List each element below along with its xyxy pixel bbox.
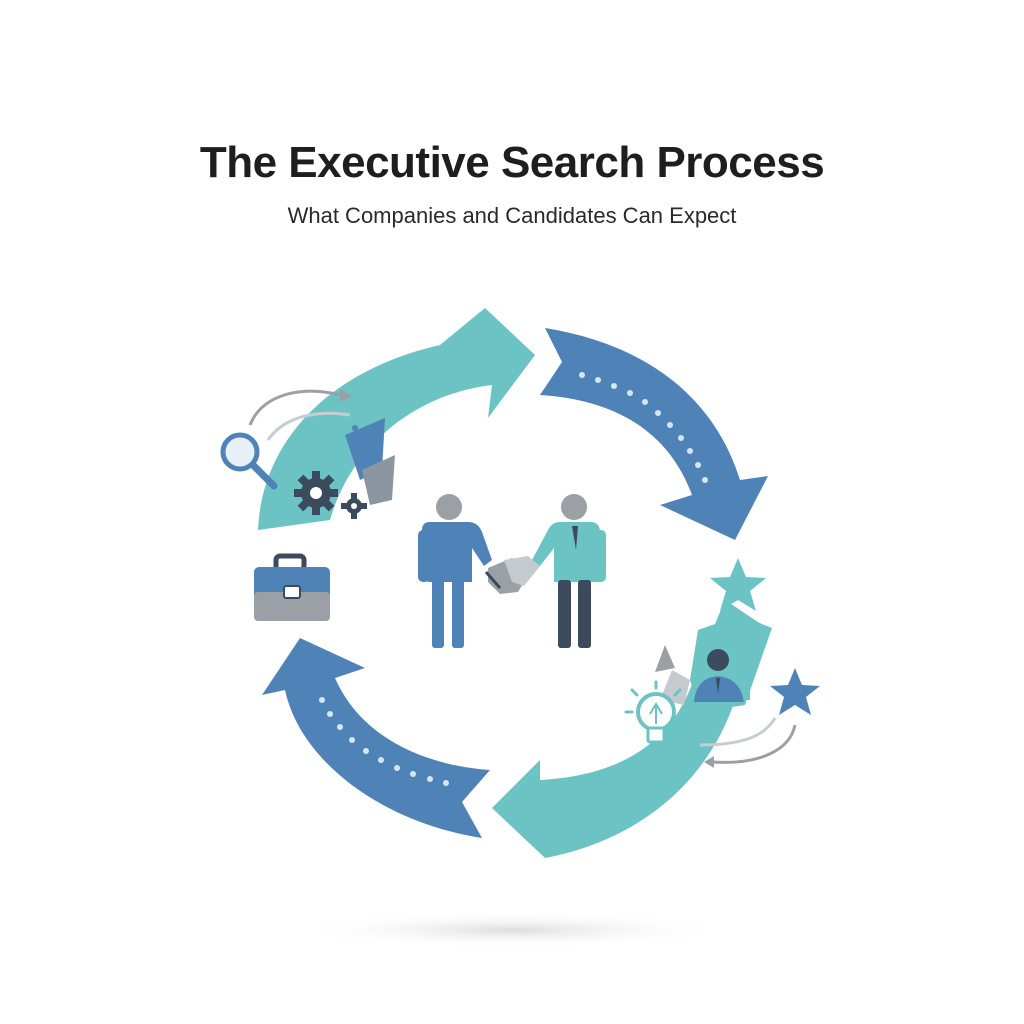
ground-shadow [292, 912, 732, 948]
lightbulb-icon [624, 680, 682, 744]
connector-top-left-2 [266, 411, 351, 441]
connector-bottom-right-2 [699, 717, 777, 747]
document-pieces-icon [345, 418, 395, 505]
star-icon [710, 558, 820, 715]
arrow-dots-top [579, 372, 708, 483]
connector-top-left [248, 389, 341, 426]
connector-bottom-right [711, 724, 797, 764]
briefcase-icon [254, 553, 330, 621]
person-right-icon [532, 494, 606, 648]
arrow-top-left [258, 308, 535, 530]
handshake-icon [484, 556, 540, 594]
person-left-icon [418, 494, 492, 648]
page-subtitle: What Companies and Candidates Can Expect [287, 203, 737, 228]
page-title: The Executive Search Process [199, 138, 825, 187]
arrow-bottom-left [262, 638, 490, 838]
person-icon [694, 649, 744, 702]
arrow-dots-bottom [319, 697, 449, 786]
gear-icon [294, 471, 367, 519]
magnifier-icon [220, 432, 278, 490]
